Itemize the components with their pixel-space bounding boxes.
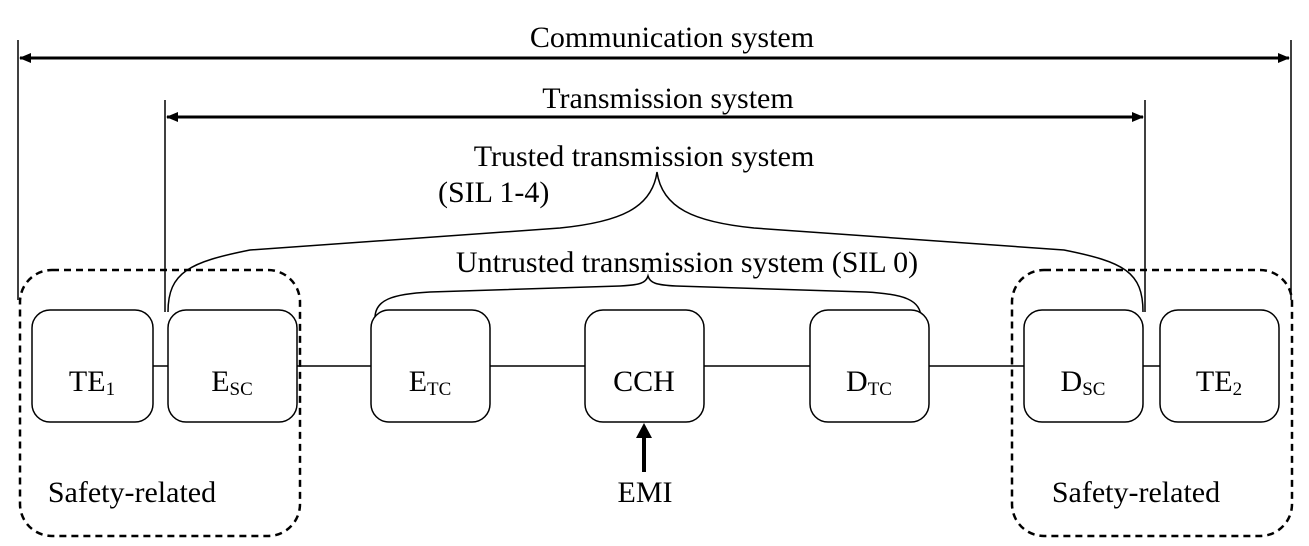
box-cch: CCH bbox=[584, 309, 705, 423]
box-etc-sub: TC bbox=[427, 379, 451, 400]
svg-text:DSC: DSC bbox=[1061, 365, 1106, 400]
box-etc-main: E bbox=[409, 365, 427, 398]
box-te1-sub: 1 bbox=[106, 379, 116, 400]
svg-text:TE2: TE2 bbox=[1196, 365, 1242, 400]
box-dtc: DTC bbox=[809, 309, 930, 423]
safety-related-label-left: Safety-related bbox=[48, 476, 216, 509]
svg-text:ESC: ESC bbox=[211, 365, 253, 400]
box-dtc-sub: TC bbox=[868, 379, 892, 400]
box-te2: TE2 bbox=[1159, 309, 1280, 423]
svg-text:ETC: ETC bbox=[409, 365, 452, 400]
untrusted-transmission-label: Untrusted transmission system (SIL 0) bbox=[456, 246, 918, 279]
transmission-system-label: Transmission system bbox=[542, 82, 793, 115]
trusted-transmission-brace bbox=[167, 171, 1144, 313]
svg-text:TE1: TE1 bbox=[69, 365, 115, 400]
trusted-transmission-sil-label: (SIL 1-4) bbox=[438, 176, 549, 209]
box-dsc-sub: SC bbox=[1082, 379, 1105, 400]
emi-label: EMI bbox=[618, 476, 673, 509]
safety-related-label-right: Safety-related bbox=[1052, 476, 1220, 509]
communication-system-label: Communication system bbox=[530, 21, 814, 54]
box-dsc-main: D bbox=[1061, 365, 1083, 398]
svg-text:CCH: CCH bbox=[613, 365, 675, 398]
box-esc-sub: SC bbox=[230, 379, 253, 400]
box-esc: ESC bbox=[167, 309, 298, 423]
box-te2-sub: 2 bbox=[1233, 379, 1243, 400]
svg-text:DTC: DTC bbox=[846, 365, 892, 400]
box-esc-main: E bbox=[211, 365, 229, 398]
safety-related-zone-right bbox=[1010, 268, 1294, 538]
trusted-transmission-label: Trusted transmission system bbox=[474, 140, 815, 173]
untrusted-transmission-brace bbox=[374, 273, 922, 319]
box-te2-main: TE bbox=[1196, 365, 1233, 398]
safety-related-zone-left bbox=[18, 268, 302, 538]
box-te1-main: TE bbox=[69, 365, 106, 398]
box-dsc: DSC bbox=[1023, 309, 1144, 423]
box-cch-main: CCH bbox=[613, 365, 675, 398]
box-te1: TE1 bbox=[31, 309, 154, 423]
box-dtc-main: D bbox=[846, 365, 868, 398]
box-etc: ETC bbox=[370, 309, 491, 423]
emi-arrowhead bbox=[636, 423, 652, 438]
